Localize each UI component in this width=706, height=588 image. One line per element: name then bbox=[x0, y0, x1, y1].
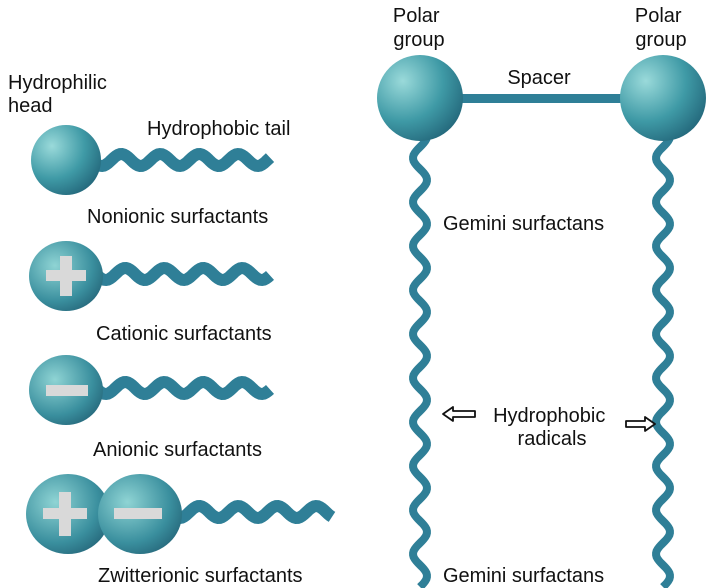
cationic-label: Cationic surfactants bbox=[96, 323, 272, 345]
hydrophobic-tail bbox=[91, 375, 275, 401]
arrow-left-icon bbox=[442, 406, 476, 422]
zwitterionic-label: Zwitterionic surfactants bbox=[98, 565, 303, 587]
arrow-right-icon bbox=[625, 416, 656, 432]
spacer-label: Spacer bbox=[507, 67, 571, 89]
hydrophobic-tail bbox=[91, 261, 275, 287]
cationic-molecule bbox=[29, 241, 275, 311]
hydrophobic-tail bbox=[165, 499, 336, 525]
anionic-molecule bbox=[29, 355, 275, 425]
nonionic-molecule bbox=[31, 125, 275, 195]
spacer-bar bbox=[455, 94, 631, 103]
hydrophilic-head-label: Hydrophilic head bbox=[8, 72, 113, 117]
plus-icon bbox=[46, 256, 86, 296]
gemini-label-bottom: Gemini surfactans bbox=[443, 565, 604, 587]
minus-icon bbox=[114, 508, 162, 519]
polar-head-right bbox=[620, 55, 706, 141]
hydrophilic-head bbox=[31, 125, 101, 195]
hydrophobic-tail-label: Hydrophobic tail bbox=[147, 118, 290, 140]
plus-icon bbox=[43, 492, 87, 536]
polar-group-right-label: Polar group bbox=[635, 5, 687, 51]
hydrophobic-radicals-label: Hydrophobic radicals bbox=[493, 405, 611, 450]
hydrophobic-tail-left bbox=[409, 122, 431, 588]
minus-icon bbox=[46, 385, 88, 396]
nonionic-label: Nonionic surfactants bbox=[87, 206, 268, 228]
gemini-molecule bbox=[377, 55, 706, 588]
gemini-label-top: Gemini surfactans bbox=[443, 213, 604, 235]
hydrophobic-tail-right bbox=[652, 122, 674, 588]
polar-head-left bbox=[377, 55, 463, 141]
anionic-label: Anionic surfactants bbox=[93, 439, 262, 461]
hydrophobic-tail bbox=[87, 147, 275, 173]
polar-group-left-label: Polar group bbox=[393, 5, 445, 51]
zwitterionic-molecule bbox=[26, 474, 336, 554]
